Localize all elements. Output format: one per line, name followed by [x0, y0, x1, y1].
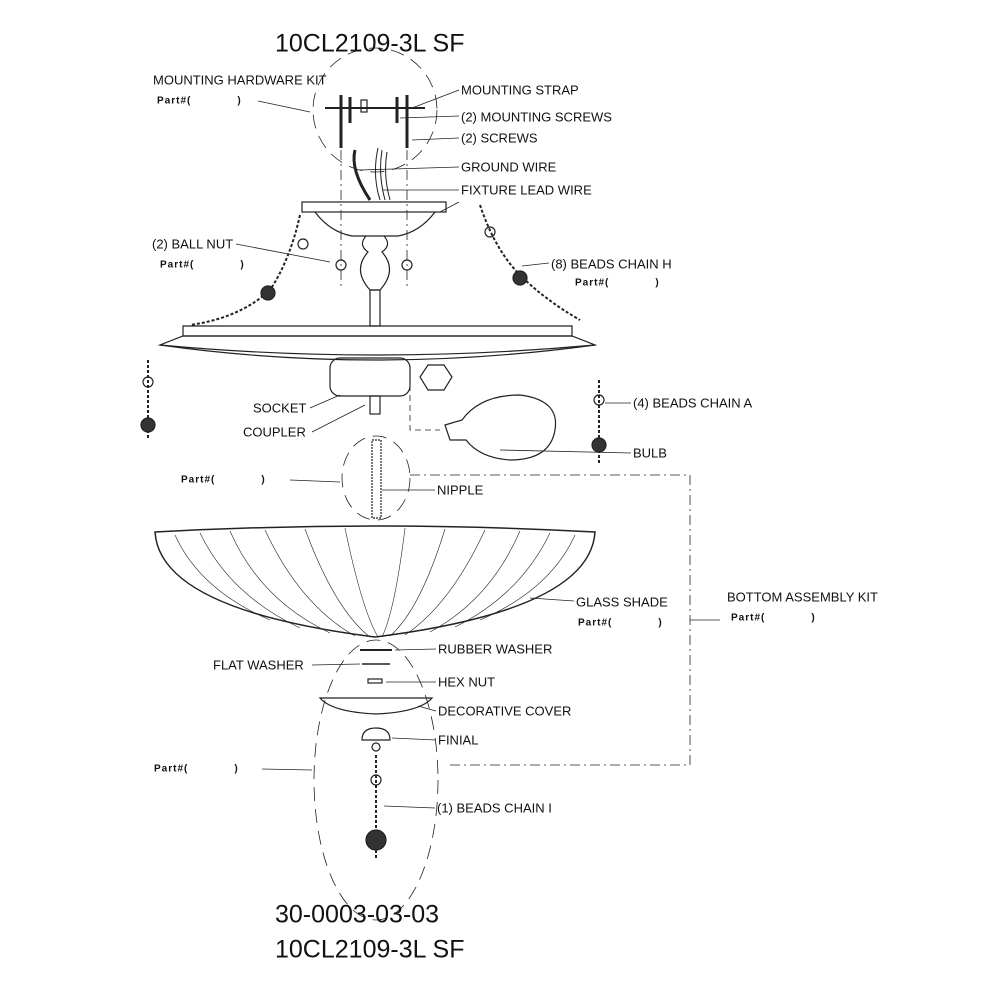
finial — [361, 727, 391, 741]
title-bottom: 10CL2109-3L SF — [275, 935, 465, 964]
part-suffix: ) — [240, 259, 245, 271]
part-suffix: ) — [234, 763, 239, 775]
title-top: 10CL2109-3L SF — [275, 29, 465, 58]
part-prefix: Part#( — [578, 617, 613, 629]
part-number-beads-chain-h: Part#() — [575, 278, 660, 289]
label-finial: FINIAL — [438, 732, 479, 748]
part-prefix: Part#( — [181, 474, 216, 486]
canopy — [301, 201, 447, 213]
stem-ball — [359, 235, 391, 291]
part-number-glass-shade: Part#() — [578, 618, 663, 629]
label-decorative-cover: DECORATIVE COVER — [438, 703, 572, 719]
label-screws: (2) SCREWS — [461, 130, 538, 146]
part-suffix: ) — [655, 277, 660, 289]
part-suffix: ) — [658, 617, 663, 629]
model-code: 30-0003-03-03 — [275, 900, 440, 929]
glass-shade — [154, 525, 596, 638]
coupler — [369, 395, 381, 415]
part-prefix: Part#( — [160, 259, 195, 271]
part-prefix: Part#( — [154, 763, 189, 775]
label-ball-nut: (2) BALL NUT — [152, 236, 234, 252]
canopy-decor — [314, 211, 436, 237]
part-suffix: ) — [261, 474, 266, 486]
label-beads-chain-h: (8) BEADS CHAIN H — [551, 256, 672, 272]
hex — [419, 364, 453, 391]
bulb — [444, 394, 557, 461]
label-mounting-hardware-kit: MOUNTING HARDWARE KIT — [153, 72, 327, 88]
nipple — [371, 439, 382, 519]
label-mounting-strap: MOUNTING STRAP — [461, 82, 579, 98]
socket — [329, 357, 411, 397]
part-number-bottom-assembly-kit: Part#() — [731, 613, 816, 624]
body-rim — [182, 325, 573, 337]
label-socket: SOCKET — [253, 400, 307, 416]
screws — [339, 95, 409, 148]
part-number-beads-chain-i: Part#() — [154, 764, 239, 775]
part-number-ball-nut: Part#() — [160, 260, 245, 271]
label-flat-washer: FLAT WASHER — [213, 657, 304, 673]
part-prefix: Part#( — [731, 612, 766, 624]
part-number-hardware-kit: Part#() — [157, 96, 242, 107]
label-beads-chain-a: (4) BEADS CHAIN A — [633, 395, 753, 411]
label-mounting-screws: (2) MOUNTING SCREWS — [461, 109, 612, 125]
label-fixture-lead-wire: FIXTURE LEAD WIRE — [461, 182, 592, 198]
part-number-nipple: Part#() — [181, 475, 266, 486]
hardware-kit-outline — [312, 47, 438, 173]
label-ground-wire: GROUND WIRE — [461, 159, 557, 175]
ground-wire — [352, 149, 372, 201]
label-bulb: BULB — [633, 445, 667, 461]
part-suffix: ) — [237, 95, 242, 107]
label-coupler: COUPLER — [243, 424, 306, 440]
part-prefix: Part#( — [575, 277, 610, 289]
part-prefix: Part#( — [157, 95, 192, 107]
decorative-cover — [318, 697, 434, 715]
label-glass-shade: GLASS SHADE — [576, 594, 668, 610]
label-beads-chain-i: (1) BEADS CHAIN I — [437, 800, 552, 816]
label-rubber-washer: RUBBER WASHER — [438, 641, 553, 657]
part-suffix: ) — [811, 612, 816, 624]
label-bottom-assembly-kit: BOTTOM ASSEMBLY KIT — [727, 589, 878, 605]
label-hex-nut: HEX NUT — [438, 674, 496, 690]
label-nipple: NIPPLE — [437, 482, 484, 498]
